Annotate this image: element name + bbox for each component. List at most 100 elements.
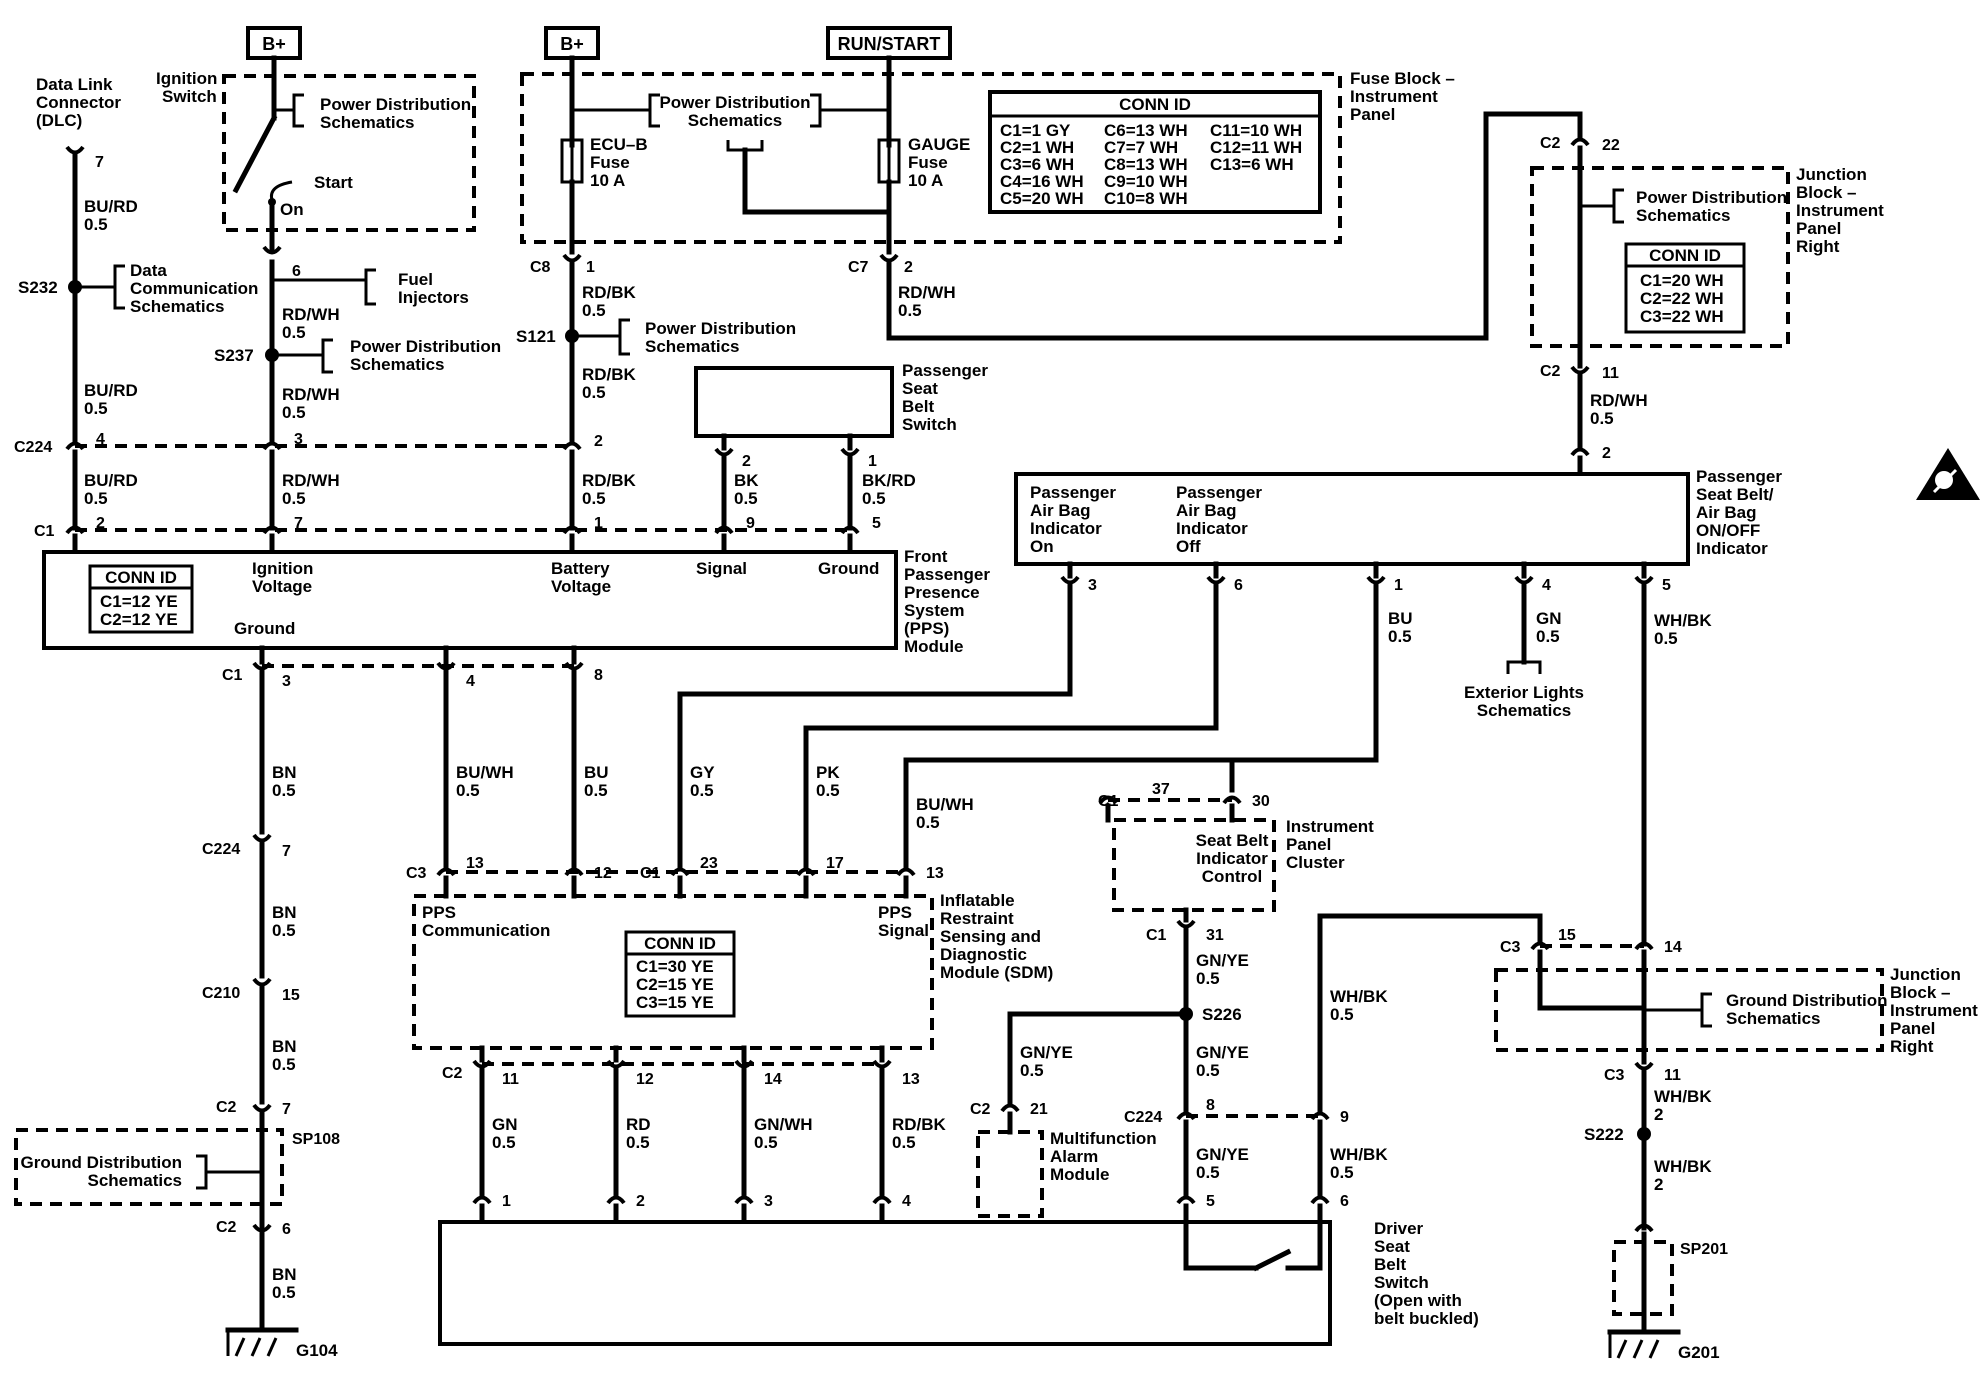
svg-text:2: 2 <box>636 1193 645 1210</box>
jb-pd-ref: Power Distribution Schematics <box>1636 188 1787 225</box>
svg-text:Switch: Switch <box>902 415 957 434</box>
svg-text:Ground: Ground <box>818 559 879 578</box>
dlc-pin: 7 <box>95 154 104 171</box>
svg-text:0.5: 0.5 <box>1196 969 1220 988</box>
svg-text:Ignition: Ignition <box>252 559 313 578</box>
multifunction-alarm-module <box>976 1130 1044 1218</box>
svg-text:CONN ID: CONN ID <box>105 568 177 587</box>
svg-text:10 A: 10 A <box>908 171 943 190</box>
svg-text:RD/WH: RD/WH <box>1590 391 1648 410</box>
svg-text:Instrument: Instrument <box>1286 817 1374 836</box>
svg-text:S121: S121 <box>516 327 556 346</box>
svg-text:Right: Right <box>1890 1037 1934 1056</box>
svg-text:13: 13 <box>466 855 484 872</box>
sdm-conn-id <box>624 930 736 1018</box>
wire-label: RD/WH <box>282 385 340 404</box>
svg-text:GN/YE: GN/YE <box>1196 951 1249 970</box>
svg-text:SP201: SP201 <box>1680 1241 1728 1258</box>
svg-text:Schematics: Schematics <box>1477 701 1572 720</box>
svg-text:0.5: 0.5 <box>1196 1163 1220 1182</box>
svg-text:BK: BK <box>734 471 759 490</box>
svg-text:Schematics: Schematics <box>645 337 740 356</box>
svg-text:C4=16 WH: C4=16 WH <box>1000 172 1084 191</box>
svg-text:31: 31 <box>1206 927 1224 944</box>
svg-text:GN/YE: GN/YE <box>1196 1145 1249 1164</box>
svg-text:C2: C2 <box>216 1219 237 1236</box>
svg-text:Block –: Block – <box>1796 183 1856 202</box>
svg-text:WH/BK: WH/BK <box>1654 1157 1712 1176</box>
gd-sp108-ref: Ground Distribution Schematics <box>21 1153 182 1190</box>
svg-text:0.5: 0.5 <box>1536 627 1560 646</box>
wire-pk <box>803 583 1219 869</box>
svg-text:C5=20 WH: C5=20 WH <box>1000 189 1084 208</box>
mam-label: Multifunction Alarm Module <box>1050 1129 1157 1184</box>
svg-text:Instrument: Instrument <box>1350 87 1438 106</box>
splice-label: S232 <box>18 278 58 297</box>
svg-text:Communication: Communication <box>130 279 258 298</box>
svg-text:Schematics: Schematics <box>320 113 415 132</box>
svg-text:BN: BN <box>272 1037 297 1056</box>
svg-text:C8: C8 <box>530 259 551 276</box>
wire-bu-ipc <box>1229 583 1379 793</box>
svg-text:Multifunction: Multifunction <box>1050 1129 1157 1148</box>
svg-text:Schematics: Schematics <box>130 297 225 316</box>
svg-text:Panel: Panel <box>1350 105 1395 124</box>
svg-text:Signal: Signal <box>878 921 929 940</box>
svg-text:Exterior Lights: Exterior Lights <box>1464 683 1584 702</box>
svg-text:C1=30 YE: C1=30 YE <box>636 957 714 976</box>
svg-text:Air Bag: Air Bag <box>1696 503 1756 522</box>
svg-text:4: 4 <box>466 673 475 690</box>
airbag-icon <box>1916 448 1980 500</box>
svg-text:Data: Data <box>130 261 167 280</box>
svg-text:C1=12 YE: C1=12 YE <box>100 592 178 611</box>
svg-text:2: 2 <box>594 433 603 450</box>
wire-gauge-rd-wh <box>886 111 1583 341</box>
svg-text:1: 1 <box>868 453 877 470</box>
svg-text:C6=13 WH: C6=13 WH <box>1104 121 1188 140</box>
svg-text:C3=6 WH: C3=6 WH <box>1000 155 1074 174</box>
svg-text:GN: GN <box>1536 609 1562 628</box>
svg-text:37: 37 <box>1152 781 1170 798</box>
sdm-box <box>412 894 934 1050</box>
svg-text:System: System <box>904 601 964 620</box>
wire-gauge: 0.5 <box>84 215 108 234</box>
svg-text:3: 3 <box>1088 577 1097 594</box>
svg-text:C3: C3 <box>406 865 427 882</box>
svg-text:0.5: 0.5 <box>272 781 296 800</box>
pps-module-label: Front Passenger Presence System (PPS) Mo… <box>904 547 990 656</box>
svg-text:Power Distribution: Power Distribution <box>645 319 796 338</box>
svg-text:Instrument: Instrument <box>1890 1001 1978 1020</box>
svg-text:0.5: 0.5 <box>492 1133 516 1152</box>
wire-label: BU/RD <box>84 197 138 216</box>
svg-text:11: 11 <box>1664 1067 1681 1084</box>
seat-belt-indicator-control: Seat Belt Indicator Control <box>1196 831 1269 886</box>
sp108-box <box>14 1128 284 1206</box>
svg-text:4: 4 <box>902 1193 911 1210</box>
svg-text:Driver: Driver <box>1374 1219 1424 1238</box>
svg-text:Passenger: Passenger <box>1696 467 1782 486</box>
svg-text:SP108: SP108 <box>292 1131 340 1148</box>
svg-text:(DLC): (DLC) <box>36 111 82 130</box>
svg-text:Junction: Junction <box>1890 965 1961 984</box>
svg-text:Belt: Belt <box>902 397 934 416</box>
svg-text:0.5: 0.5 <box>272 1055 296 1074</box>
driver-switch-contact-a <box>1183 1203 1259 1271</box>
ecu-b-fuse-label: ECU–B Fuse 10 A <box>590 135 648 190</box>
svg-text:2: 2 <box>1602 445 1611 462</box>
svg-text:Schematics: Schematics <box>1636 206 1731 225</box>
svg-text:GN/YE: GN/YE <box>1196 1043 1249 1062</box>
svg-text:BU/WH: BU/WH <box>916 795 974 814</box>
gauge-fuse-label: GAUGE Fuse 10 A <box>908 135 970 190</box>
svg-text:0.5: 0.5 <box>916 813 940 832</box>
svg-text:Schematics: Schematics <box>688 111 783 130</box>
svg-text:2: 2 <box>1654 1175 1663 1194</box>
svg-text:BU: BU <box>1388 609 1413 628</box>
svg-text:WH/BK: WH/BK <box>1330 1145 1388 1164</box>
svg-text:13: 13 <box>926 865 944 882</box>
svg-text:On: On <box>1030 537 1054 556</box>
svg-text:0.5: 0.5 <box>582 383 606 402</box>
wire-gy <box>677 583 1073 869</box>
svg-text:7: 7 <box>294 515 303 532</box>
svg-text:RD/BK: RD/BK <box>582 365 637 384</box>
svg-text:Power Distribution: Power Distribution <box>659 93 810 112</box>
